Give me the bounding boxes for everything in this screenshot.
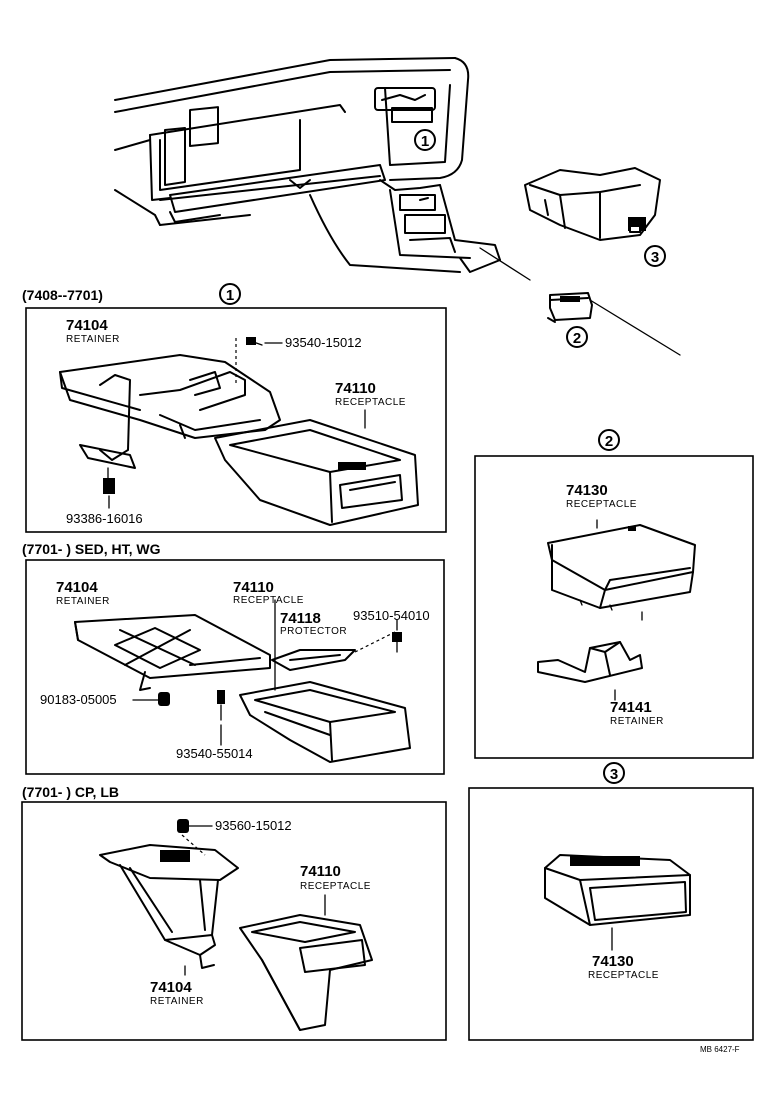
- panel-b-frame: [25, 559, 445, 775]
- rear-console-illustration: [524, 167, 661, 241]
- screw-93540-55014-b-label: 93540-55014: [176, 746, 253, 761]
- receptacle-74110-c: [239, 894, 373, 1031]
- retainer-74104-a-name: RETAINER: [66, 334, 120, 345]
- bolt-93386-16016-a-label: 93386-16016: [66, 511, 143, 526]
- receptacle-74130-panel-3: [544, 854, 691, 951]
- callout-2-overview: 2: [566, 326, 588, 348]
- retainer-74104-b-number: 74104: [56, 579, 98, 596]
- panel-2-console-ashtray: 2 74130 RECEPTACLE 74141 RETAINER: [474, 429, 754, 759]
- panel-7701-sed-ht-wg: (7701- ) SED, HT, WG 74104 RETAINER 7411…: [22, 541, 445, 775]
- receptacle-74110-c-name: RECEPTACLE: [300, 881, 371, 892]
- receptacle-74130-panel-2-name: RECEPTACLE: [566, 499, 637, 510]
- retainer-74141-panel-2: [537, 611, 643, 701]
- receptacle-74130-panel-2: [547, 519, 696, 611]
- screw-93540-55014-b: [217, 690, 225, 746]
- receptacle-74130-panel-3-name: RECEPTACLE: [588, 970, 659, 981]
- svg-text:2: 2: [573, 330, 581, 347]
- protector-74118-b: [271, 631, 396, 671]
- panel-c-frame: [21, 801, 447, 1041]
- protector-74118-b-name: PROTECTOR: [280, 626, 347, 637]
- retainer-74104-b: [74, 614, 271, 691]
- retainer-74104-c-number: 74104: [150, 979, 192, 996]
- receptacle-74110-b-number: 74110: [233, 579, 274, 596]
- receptacle-74110-c-number: 74110: [300, 863, 341, 880]
- retainer-74141-panel-2-name: RETAINER: [610, 716, 664, 727]
- retainer-74104-c-name: RETAINER: [150, 996, 204, 1007]
- bolt-93386-16016-a: [103, 467, 115, 509]
- svg-text:1: 1: [421, 133, 429, 150]
- dashboard-overview-illustration: [114, 57, 681, 356]
- diagram-reference-code: MB 6427-F: [700, 1045, 740, 1054]
- callout-1-overview: 1: [414, 129, 436, 151]
- panel-7408-7701: (7408--7701) 1 74104 RETAINER 93540-1501…: [22, 283, 447, 533]
- panel-a-callout: 1: [226, 287, 234, 304]
- panel-a-header: (7408--7701): [22, 287, 103, 303]
- retainer-74104-a: [59, 354, 281, 469]
- retainer-74104-a-number: 74104: [66, 317, 108, 334]
- receptacle-74110-b: [239, 599, 411, 763]
- panel-3-callout: 3: [610, 766, 618, 783]
- receptacle-74130-panel-3-number: 74130: [592, 953, 634, 970]
- receptacle-74110-a: [214, 409, 419, 526]
- receptacle-74130-panel-2-number: 74130: [566, 482, 608, 499]
- screw-93510-54010-b-label: 93510-54010: [353, 608, 430, 623]
- svg-text:3: 3: [651, 249, 659, 266]
- callout-3-overview: 3: [644, 245, 666, 267]
- panel-a-frame: [25, 307, 447, 533]
- screw-93540-15012-a-label: 93540-15012: [285, 335, 362, 350]
- retainer-74141-panel-2-number: 74141: [610, 699, 652, 716]
- screw-93560-15012-c: [177, 819, 213, 856]
- screw-93560-15012-c-label: 93560-15012: [215, 818, 292, 833]
- panel-2-frame: [474, 455, 754, 759]
- panel-7701-cp-lb: (7701- ) CP, LB 93560-15012 74104 RETAIN…: [21, 784, 447, 1041]
- panel-c-header: (7701- ) CP, LB: [22, 784, 119, 800]
- retainer-74104-c: [99, 844, 239, 976]
- panel-b-header: (7701- ) SED, HT, WG: [22, 541, 161, 557]
- screw-93510-54010-b: [392, 619, 402, 653]
- panel-2-callout: 2: [605, 433, 613, 450]
- console-ashtray-small: [547, 292, 593, 323]
- screw-93540-15012-a: [235, 337, 283, 385]
- receptacle-74110-a-number: 74110: [335, 380, 376, 397]
- clip-90183-05005-b-label: 90183-05005: [40, 692, 117, 707]
- retainer-74104-b-name: RETAINER: [56, 596, 110, 607]
- panel-3-frame: [468, 787, 754, 1041]
- receptacle-74110-b-name: RECEPTACLE: [233, 595, 304, 606]
- panel-3-rear-ashtray: 3 74130 RECEPTACLE: [468, 762, 754, 1041]
- protector-74118-b-number: 74118: [280, 610, 321, 627]
- receptacle-74110-a-name: RECEPTACLE: [335, 397, 406, 408]
- clip-90183-05005-b: [132, 692, 170, 706]
